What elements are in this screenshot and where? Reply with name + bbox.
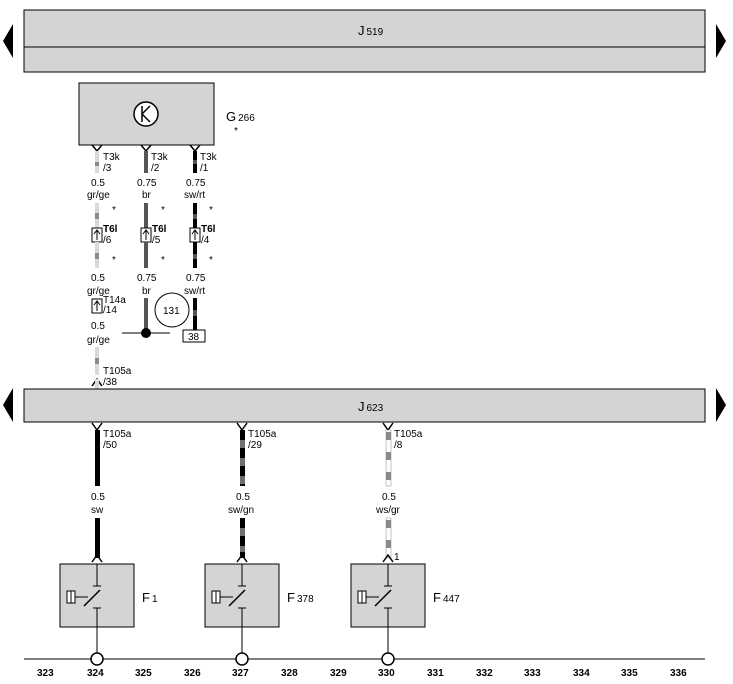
grid-number: 336 <box>670 668 687 679</box>
wire-column-2: T3k /2 0.75 br T6l /5 * * 0.75 br 131 <box>122 144 190 338</box>
svg-text:T105a: T105a <box>103 429 132 440</box>
svg-text:T3k: T3k <box>200 152 218 163</box>
grid-number: 334 <box>573 668 590 679</box>
arrow-left-icon[interactable] <box>3 24 13 58</box>
svg-text:0.75: 0.75 <box>137 273 157 284</box>
svg-text:/14: /14 <box>103 305 117 316</box>
svg-text:T6l: T6l <box>103 224 118 235</box>
wire-column-1: T3k /3 0.5 gr/ge T6l /6 * * 0.5 gr/ge <box>87 144 121 297</box>
grid-number: 335 <box>621 668 638 679</box>
grid-number: 327 <box>232 668 249 679</box>
grid-number: 330 <box>378 668 395 679</box>
terminal-330 <box>381 652 395 666</box>
svg-text:gr/ge: gr/ge <box>87 335 110 346</box>
lower-wire-3: T105a /8 0.5 ws/gr 1 <box>375 422 423 563</box>
svg-text:/8: /8 <box>394 440 403 451</box>
grid-number: 323 <box>37 668 54 679</box>
svg-text:gr/ge: gr/ge <box>87 286 110 297</box>
svg-text:F1: F1 <box>142 590 158 605</box>
wire-column-3: T3k /1 0.75 sw/rt T6l /4 * * 0.75 sw/rt … <box>182 144 218 343</box>
svg-text:sw/rt: sw/rt <box>184 190 205 201</box>
svg-text:T6l: T6l <box>201 224 216 235</box>
grid-number: 325 <box>135 668 152 679</box>
sensor-symbol-icon <box>133 101 159 127</box>
g266-star: * <box>234 126 238 137</box>
svg-text:T3k: T3k <box>151 152 169 163</box>
svg-text:/5: /5 <box>152 235 161 246</box>
svg-text:T105a: T105a <box>103 366 132 377</box>
lower-wire-1: T105a /50 0.5 sw <box>91 422 132 563</box>
ref-box-label: 38 <box>188 332 200 343</box>
grid-number: 331 <box>427 668 444 679</box>
svg-text:0.5: 0.5 <box>382 492 396 503</box>
lower-wire-2: T105a /29 0.5 sw/gn <box>228 422 277 563</box>
svg-text:T6l: T6l <box>152 224 167 235</box>
ground-ref-circle <box>154 292 190 328</box>
svg-text:0.5: 0.5 <box>91 273 105 284</box>
grid-number: 326 <box>184 668 201 679</box>
svg-text:sw: sw <box>91 505 104 516</box>
svg-text:0.5: 0.5 <box>91 321 105 332</box>
t14a-connector: T14a /14 0.5 gr/ge T105a /38 <box>87 295 132 389</box>
svg-text:1: 1 <box>394 552 400 563</box>
svg-text:T3k: T3k <box>103 152 121 163</box>
svg-text:0.5: 0.5 <box>91 178 105 189</box>
svg-text:/38: /38 <box>103 377 117 388</box>
svg-text:*: * <box>161 205 165 216</box>
svg-text:ws/gr: ws/gr <box>375 505 401 516</box>
terminal-324 <box>90 652 104 666</box>
svg-text:*: * <box>112 205 116 216</box>
ground-bus <box>24 627 705 666</box>
svg-text:sw/rt: sw/rt <box>184 286 205 297</box>
svg-text:*: * <box>161 255 165 266</box>
ground-ref-label: 131 <box>163 306 180 317</box>
arrow-right-icon[interactable] <box>716 24 726 58</box>
svg-text:/29: /29 <box>248 440 262 451</box>
arrow-right-icon[interactable] <box>716 388 726 422</box>
svg-text:0.75: 0.75 <box>186 178 206 189</box>
svg-text:/50: /50 <box>103 440 117 451</box>
grid-number: 329 <box>330 668 347 679</box>
svg-text:T105a: T105a <box>248 429 277 440</box>
grid-number: 324 <box>87 668 104 679</box>
svg-text:/6: /6 <box>103 235 112 246</box>
svg-text:/3: /3 <box>103 163 112 174</box>
terminal-327 <box>235 652 249 666</box>
svg-text:*: * <box>209 255 213 266</box>
grid-numbers: 323 324 325 326 327 328 329 330 331 332 … <box>37 668 687 679</box>
svg-text:gr/ge: gr/ge <box>87 190 110 201</box>
svg-text:0.75: 0.75 <box>186 273 206 284</box>
svg-text:sw/gn: sw/gn <box>228 505 254 516</box>
svg-text:*: * <box>209 205 213 216</box>
ref-box <box>182 329 206 343</box>
svg-text:0.5: 0.5 <box>91 492 105 503</box>
grid-number: 332 <box>476 668 493 679</box>
svg-text:/4: /4 <box>201 235 210 246</box>
svg-text:/1: /1 <box>200 163 209 174</box>
svg-text:/2: /2 <box>151 163 160 174</box>
arrow-left-icon[interactable] <box>3 388 13 422</box>
grid-number: 333 <box>524 668 541 679</box>
svg-text:0.5: 0.5 <box>236 492 250 503</box>
grid-number: 328 <box>281 668 298 679</box>
svg-text:T105a: T105a <box>394 429 423 440</box>
svg-text:br: br <box>142 190 152 201</box>
svg-text:T14a: T14a <box>103 295 126 306</box>
svg-text:*: * <box>112 255 116 266</box>
svg-text:br: br <box>142 286 152 297</box>
svg-text:0.75: 0.75 <box>137 178 157 189</box>
